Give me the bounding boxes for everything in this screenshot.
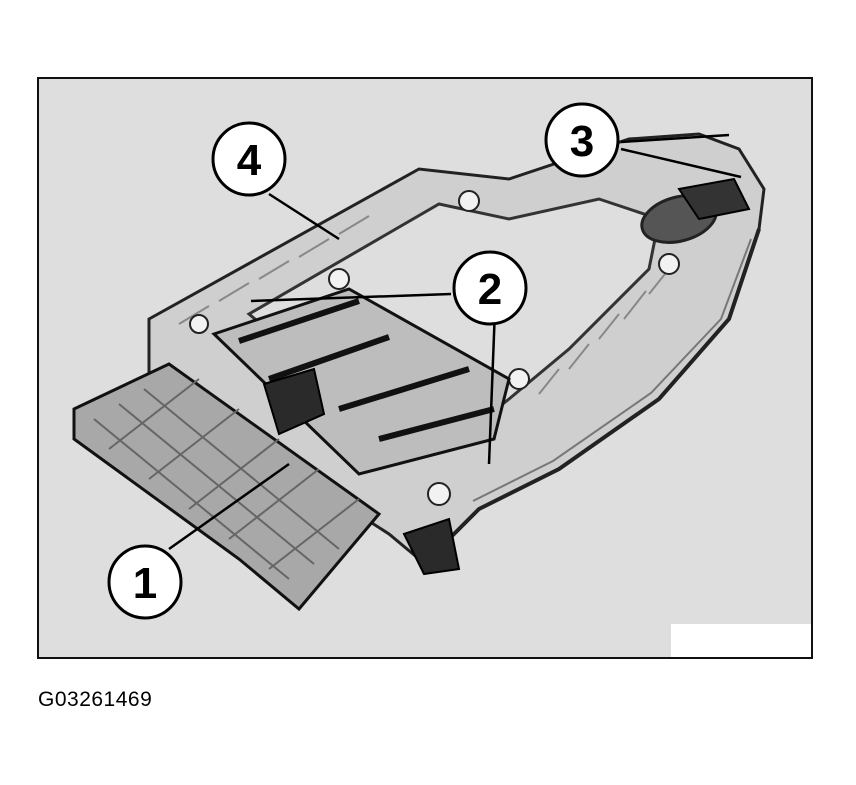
edge-rail [437,228,761,551]
callout-4: 4 [211,121,287,197]
latch-block [262,367,326,436]
part-illustration: 1 2 3 4 [72,102,811,657]
blank-patch [671,624,811,657]
callout-2-label: 2 [478,265,502,314]
callout-2: 2 [452,250,528,326]
callout-3-label: 3 [570,117,594,166]
top-right-bracket [677,177,751,221]
frame-ribs [178,215,670,395]
slide-mechanism [211,287,511,476]
leader-lines [168,133,742,551]
sliding-tray [72,362,382,612]
callout-1-label: 1 [133,559,157,608]
bottom-clip [402,517,461,576]
tray-grid [93,378,360,580]
slide-rails [238,298,495,442]
callout-3: 3 [544,102,620,178]
callout-1: 1 [107,544,183,620]
figure-id: G03261469 [38,688,153,711]
callout-4-label: 4 [237,136,262,185]
diagram-frame: 1 2 3 4 [37,77,813,659]
